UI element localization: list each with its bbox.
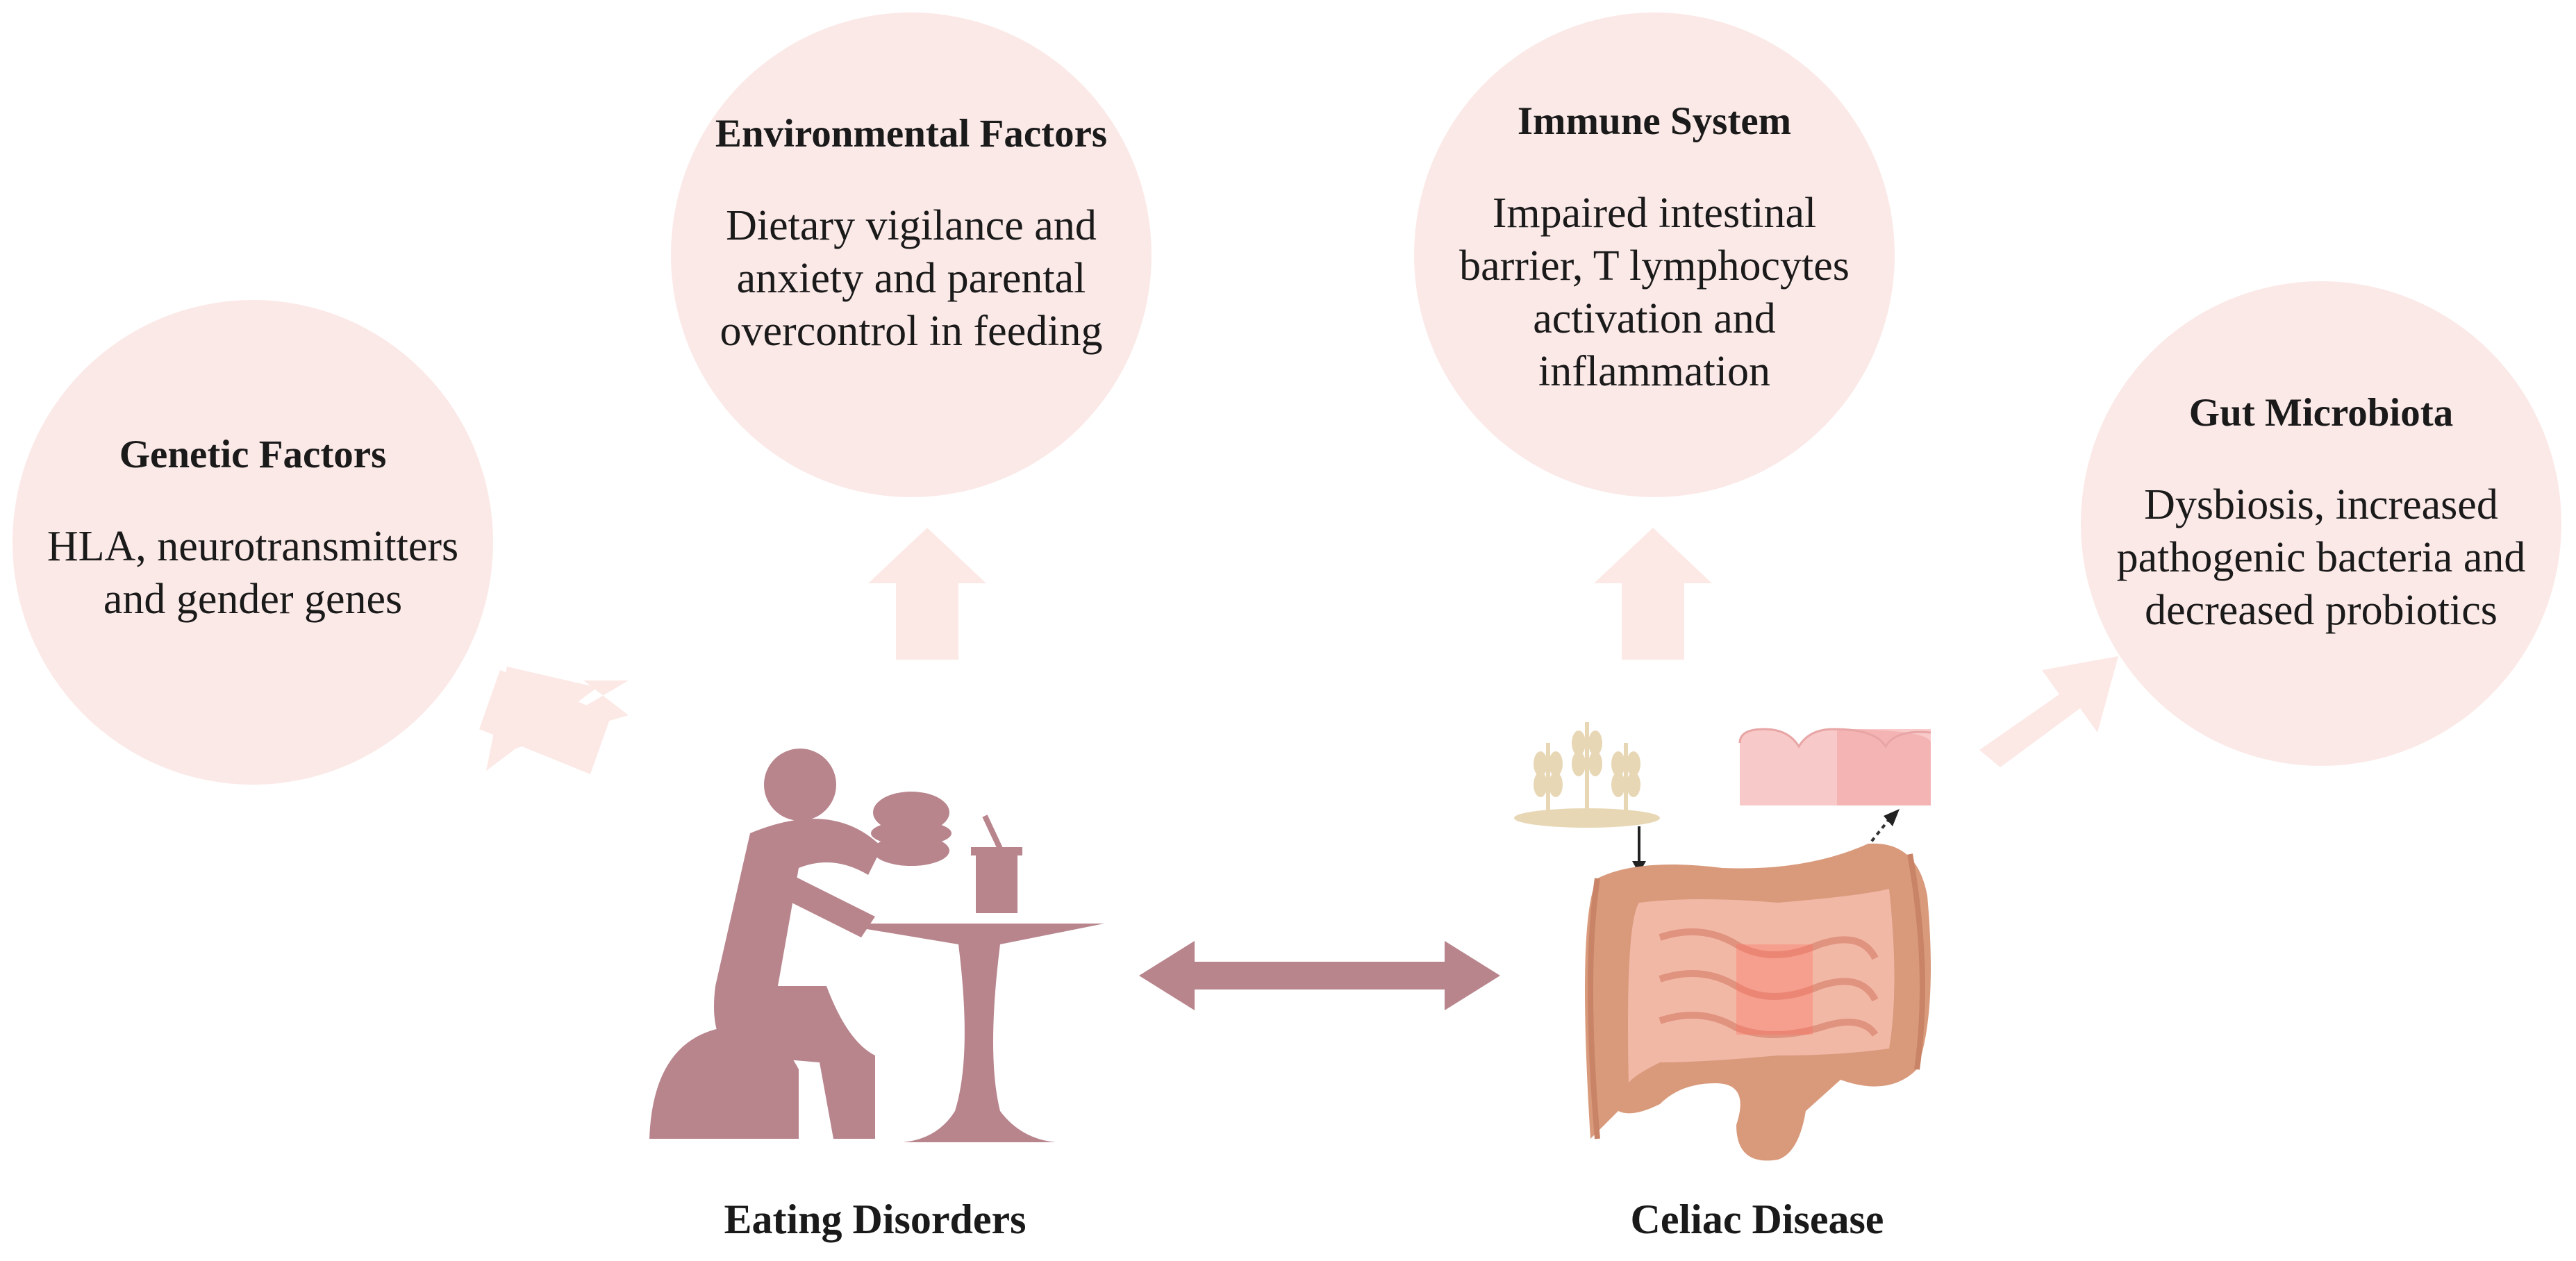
environmental-factors-title: Environmental Factors	[715, 111, 1108, 156]
gut-microbiota-circle: Gut Microbiota Dysbiosis, increased path…	[2081, 281, 2561, 766]
intestine-icon	[1585, 843, 1931, 1161]
arrow-to-environmental	[868, 528, 986, 660]
environmental-factors-line: anxiety and parental	[736, 255, 1086, 303]
eating-disorders-label: Eating Disorders	[724, 1196, 1027, 1242]
arrow-to-microbiota	[1979, 656, 2118, 767]
celiac-disease-label: Celiac Disease	[1630, 1196, 1884, 1242]
arrow-to-immune	[1594, 528, 1712, 660]
gut-microbiota-title: Gut Microbiota	[2188, 390, 2454, 435]
gut-microbiota-line: decreased probiotics	[2145, 587, 2498, 635]
immune-system-line: inflammation	[1538, 348, 1771, 396]
immune-system-line: Impaired intestinal	[1492, 190, 1817, 237]
arrow-to-genetic	[479, 667, 629, 774]
wheat-icon	[1514, 722, 1660, 828]
gut-microbiota-line: pathogenic bacteria and	[2116, 534, 2526, 582]
genetic-factors-circle: Genetic Factors HLA, neurotransmitters a…	[13, 300, 493, 785]
genetic-factors-line: HLA, neurotransmitters	[47, 523, 459, 571]
immune-system-title: Immune System	[1517, 99, 1792, 143]
double-arrow	[1139, 941, 1500, 1010]
immune-system-line: barrier, T lymphocytes	[1459, 242, 1850, 290]
genetic-factors-title: Genetic Factors	[119, 432, 387, 476]
intestinal-villi-icon	[1738, 728, 1931, 805]
immune-system-line: activation and	[1533, 295, 1776, 343]
genetic-factors-line: and gender genes	[103, 576, 403, 624]
immune-system-circle: Immune System Impaired intestinal barrie…	[1414, 12, 1895, 497]
environmental-factors-line: overcontrol in feeding	[720, 308, 1103, 356]
environmental-factors-line: Dietary vigilance and	[726, 202, 1097, 250]
environmental-factors-circle: Environmental Factors Dietary vigilance …	[671, 12, 1152, 497]
gut-microbiota-line: Dysbiosis, increased	[2144, 481, 2498, 529]
person-eating-burger-icon	[649, 749, 1104, 1142]
